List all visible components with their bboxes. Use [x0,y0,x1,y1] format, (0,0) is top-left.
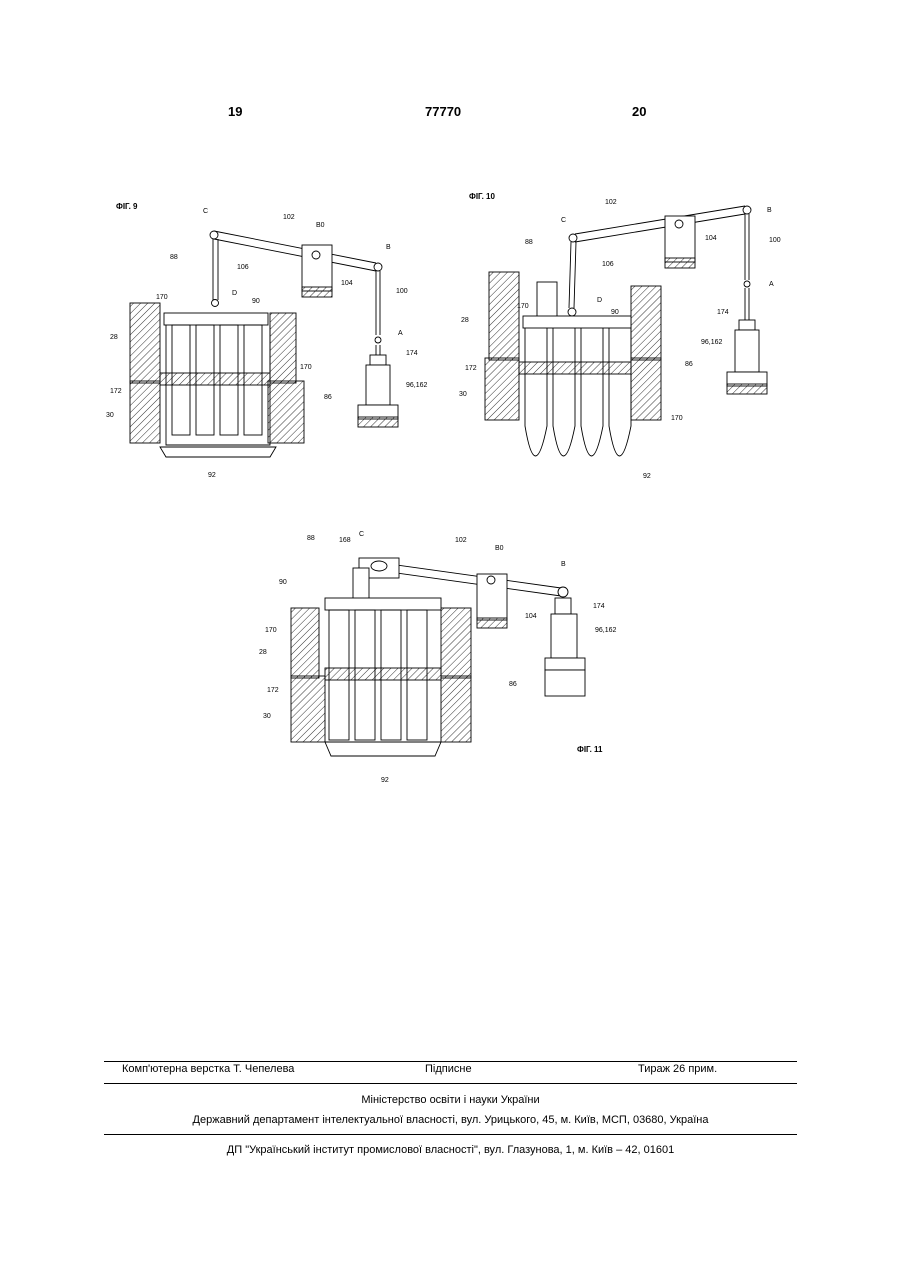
figure-10: ФІГ. 10 102 B C 104 100 88 106 A 174 D 9… [455,190,800,490]
svg-text:174: 174 [717,309,729,316]
svg-text:96,162: 96,162 [406,382,428,389]
svg-text:86: 86 [509,681,517,688]
svg-text:170: 170 [265,627,277,634]
svg-text:A: A [398,330,403,337]
svg-text:C: C [359,531,364,538]
svg-text:100: 100 [769,237,781,244]
fig11-title: ФІГ. 11 [577,745,603,754]
svg-text:B0: B0 [495,545,504,552]
svg-text:D: D [597,297,602,304]
svg-text:30: 30 [263,713,271,720]
svg-text:96,162: 96,162 [595,627,617,634]
svg-text:100: 100 [396,288,408,295]
svg-text:28: 28 [461,317,469,324]
svg-text:96,162: 96,162 [701,339,723,346]
footer-signed: Підписне [425,1063,472,1075]
svg-text:102: 102 [455,537,467,544]
svg-text:106: 106 [602,261,614,268]
footer-typesetter: Комп'ютерна верстка Т. Чепелева [122,1063,294,1075]
footer-rule-1 [104,1061,797,1062]
svg-text:86: 86 [324,394,332,401]
svg-text:92: 92 [208,472,216,479]
figure-11: ФІГ. 11 88 168 C 102 B0 B 90 174 104 170… [255,528,625,788]
svg-text:172: 172 [267,687,279,694]
svg-text:92: 92 [381,777,389,784]
svg-text:D: D [232,290,237,297]
page-number-right: 20 [632,104,646,119]
svg-text:A: A [769,281,774,288]
figure-9: ФІГ. 9 C 102 B0 B 88 106 104 100 D 90 17… [100,195,440,495]
svg-text:30: 30 [459,391,467,398]
svg-text:88: 88 [307,535,315,542]
svg-text:B: B [561,561,566,568]
svg-text:170: 170 [300,364,312,371]
svg-text:174: 174 [406,350,418,357]
svg-text:90: 90 [252,298,260,305]
svg-text:88: 88 [525,239,533,246]
page-number-left: 19 [228,104,242,119]
svg-text:90: 90 [279,579,287,586]
footer-ministry: Міністерство освіти і науки України [104,1094,797,1106]
svg-text:168: 168 [339,537,351,544]
fig9-title: ФІГ. 9 [116,202,138,211]
svg-text:88: 88 [170,254,178,261]
footer-institute: ДП "Український інститут промислової вла… [104,1144,797,1156]
svg-text:104: 104 [341,280,353,287]
svg-text:172: 172 [110,388,122,395]
svg-text:C: C [561,217,566,224]
svg-text:28: 28 [259,649,267,656]
svg-text:170: 170 [517,303,529,310]
svg-text:B: B [767,207,772,214]
svg-text:174: 174 [593,603,605,610]
svg-text:92: 92 [643,473,651,480]
footer-rule-2 [104,1083,797,1084]
footer-rule-3 [104,1134,797,1135]
svg-text:28: 28 [110,334,118,341]
svg-text:90: 90 [611,309,619,316]
svg-text:86: 86 [685,361,693,368]
patent-number: 77770 [425,104,461,119]
svg-text:B0: B0 [316,222,325,229]
fig10-title: ФІГ. 10 [469,192,495,201]
svg-text:C: C [203,208,208,215]
svg-text:104: 104 [705,235,717,242]
footer-department: Державний департамент інтелектуальної вл… [104,1114,797,1126]
svg-text:102: 102 [605,199,617,206]
svg-text:102: 102 [283,214,295,221]
svg-text:B: B [386,244,391,251]
footer-print-run: Тираж 26 прим. [638,1063,717,1075]
svg-text:30: 30 [106,412,114,419]
svg-text:104: 104 [525,613,537,620]
svg-text:172: 172 [465,365,477,372]
svg-text:170: 170 [671,415,683,422]
svg-text:106: 106 [237,264,249,271]
svg-text:170: 170 [156,294,168,301]
